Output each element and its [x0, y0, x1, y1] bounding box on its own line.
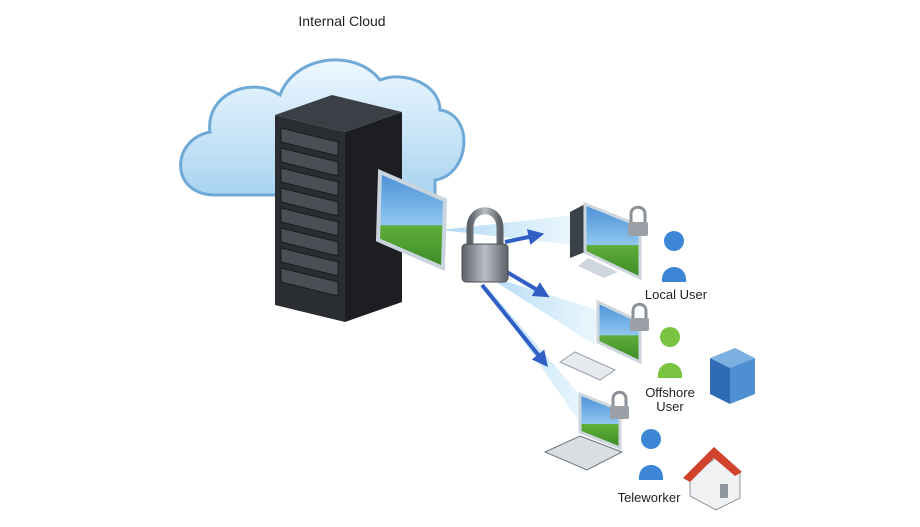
- lock-icon: [461, 207, 509, 283]
- monitor-icon: [570, 201, 648, 281]
- office-building-icon: [710, 348, 755, 404]
- server-rack-icon: [275, 95, 402, 322]
- label-teleworker: Teleworker: [617, 490, 681, 505]
- laptop-icon: [543, 390, 629, 471]
- monitor-icon: [375, 168, 448, 272]
- house-icon: [683, 447, 742, 511]
- user-icon: [638, 429, 664, 480]
- monitor-icon: [558, 299, 649, 381]
- label-internal-cloud: Internal Cloud: [298, 13, 386, 29]
- label-offshore-user: Offshore User: [645, 385, 695, 414]
- user-icon: [657, 327, 683, 378]
- label-local-user: Local User: [644, 287, 708, 302]
- user-icon: [661, 231, 687, 282]
